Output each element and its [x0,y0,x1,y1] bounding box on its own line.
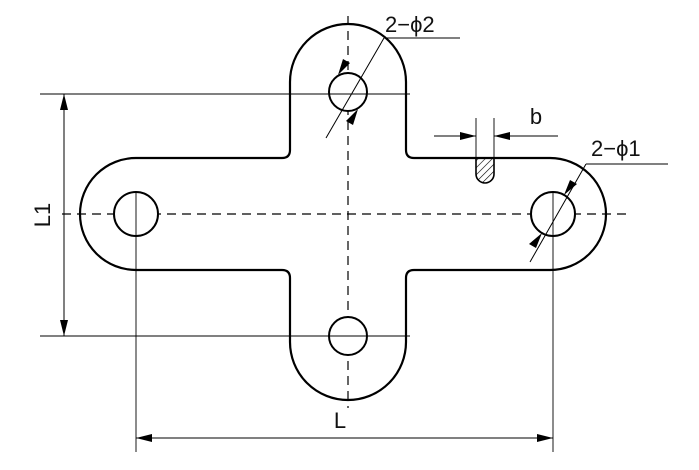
dimension-l-label: L [334,408,346,433]
phi1-label: 2−ϕ1 [591,136,641,161]
dimension-l1 [40,93,410,337]
dimension-l1-label: L1 [30,203,55,227]
plate-outline [78,22,608,402]
leader-phi2 [325,37,460,139]
dimension-b [434,118,558,158]
phi2-label: 2−ϕ2 [385,12,435,37]
leader-phi1 [529,163,668,263]
dimension-b-label: b [530,104,542,129]
dimension-l [135,192,554,452]
notch-section [475,157,495,184]
hole-top [328,72,368,112]
